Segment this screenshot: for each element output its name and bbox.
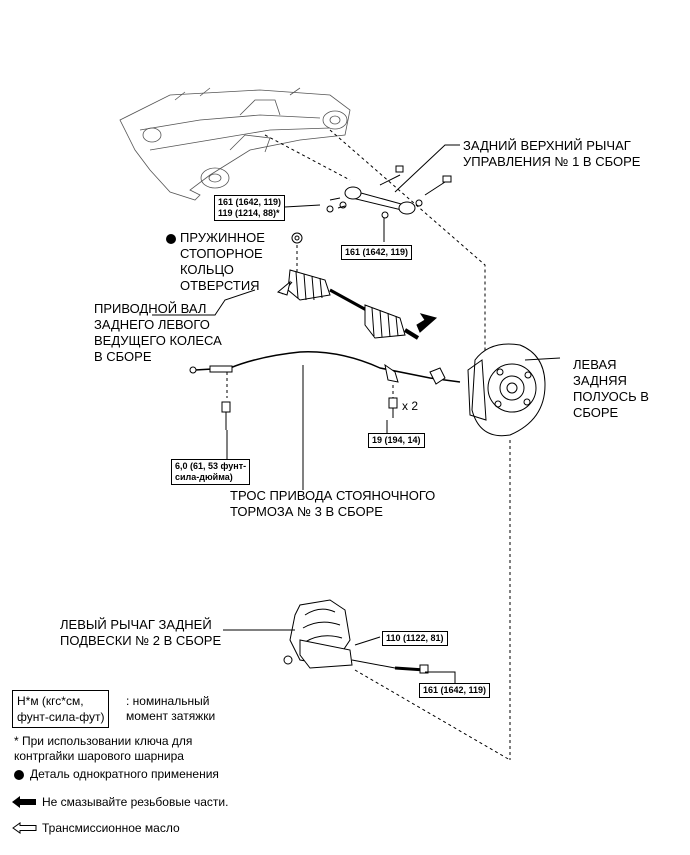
lower-arm-illustration (283, 599, 429, 674)
torque-box-upper-arm: 161 (1642, 119)119 (1214, 88)* (214, 195, 286, 221)
legend-no-oil: Не смазывайте резьбовые части. (42, 795, 229, 809)
bolt-quantity: x 2 (402, 399, 419, 413)
brake-cable-illustration (189, 351, 461, 430)
black-arrow-icon (12, 796, 36, 808)
legend-non-reusable: Деталь однократного применения (30, 767, 219, 781)
legend-unit-box: Н*м (кгс*см,фунт-сила-фут) (12, 690, 110, 728)
filled-circle-icon (14, 770, 24, 780)
torque-box-cable-clamp: 6,0 (61, 53 фунт-сила-дюйма) (171, 459, 251, 485)
outline-arrow-icon (12, 822, 37, 834)
torque-box-lower-arm: 110 (1122, 81) (382, 631, 448, 646)
legend-trans-oil: Трансмиссионное масло (42, 821, 180, 835)
torque-box-upper-arm-outer: 161 (1642, 119) (341, 245, 413, 260)
subframe-illustration (119, 87, 351, 201)
axle-carrier-illustration (467, 343, 546, 437)
filled-circle-icon (166, 234, 176, 244)
drive-shaft-illustration (276, 269, 438, 340)
torque-box-cable-bolt: 19 (194, 14) (368, 433, 425, 448)
upper-arm-illustration (326, 165, 452, 219)
torque-box-lower-arm-bolt: 161 (1642, 119) (419, 683, 491, 698)
